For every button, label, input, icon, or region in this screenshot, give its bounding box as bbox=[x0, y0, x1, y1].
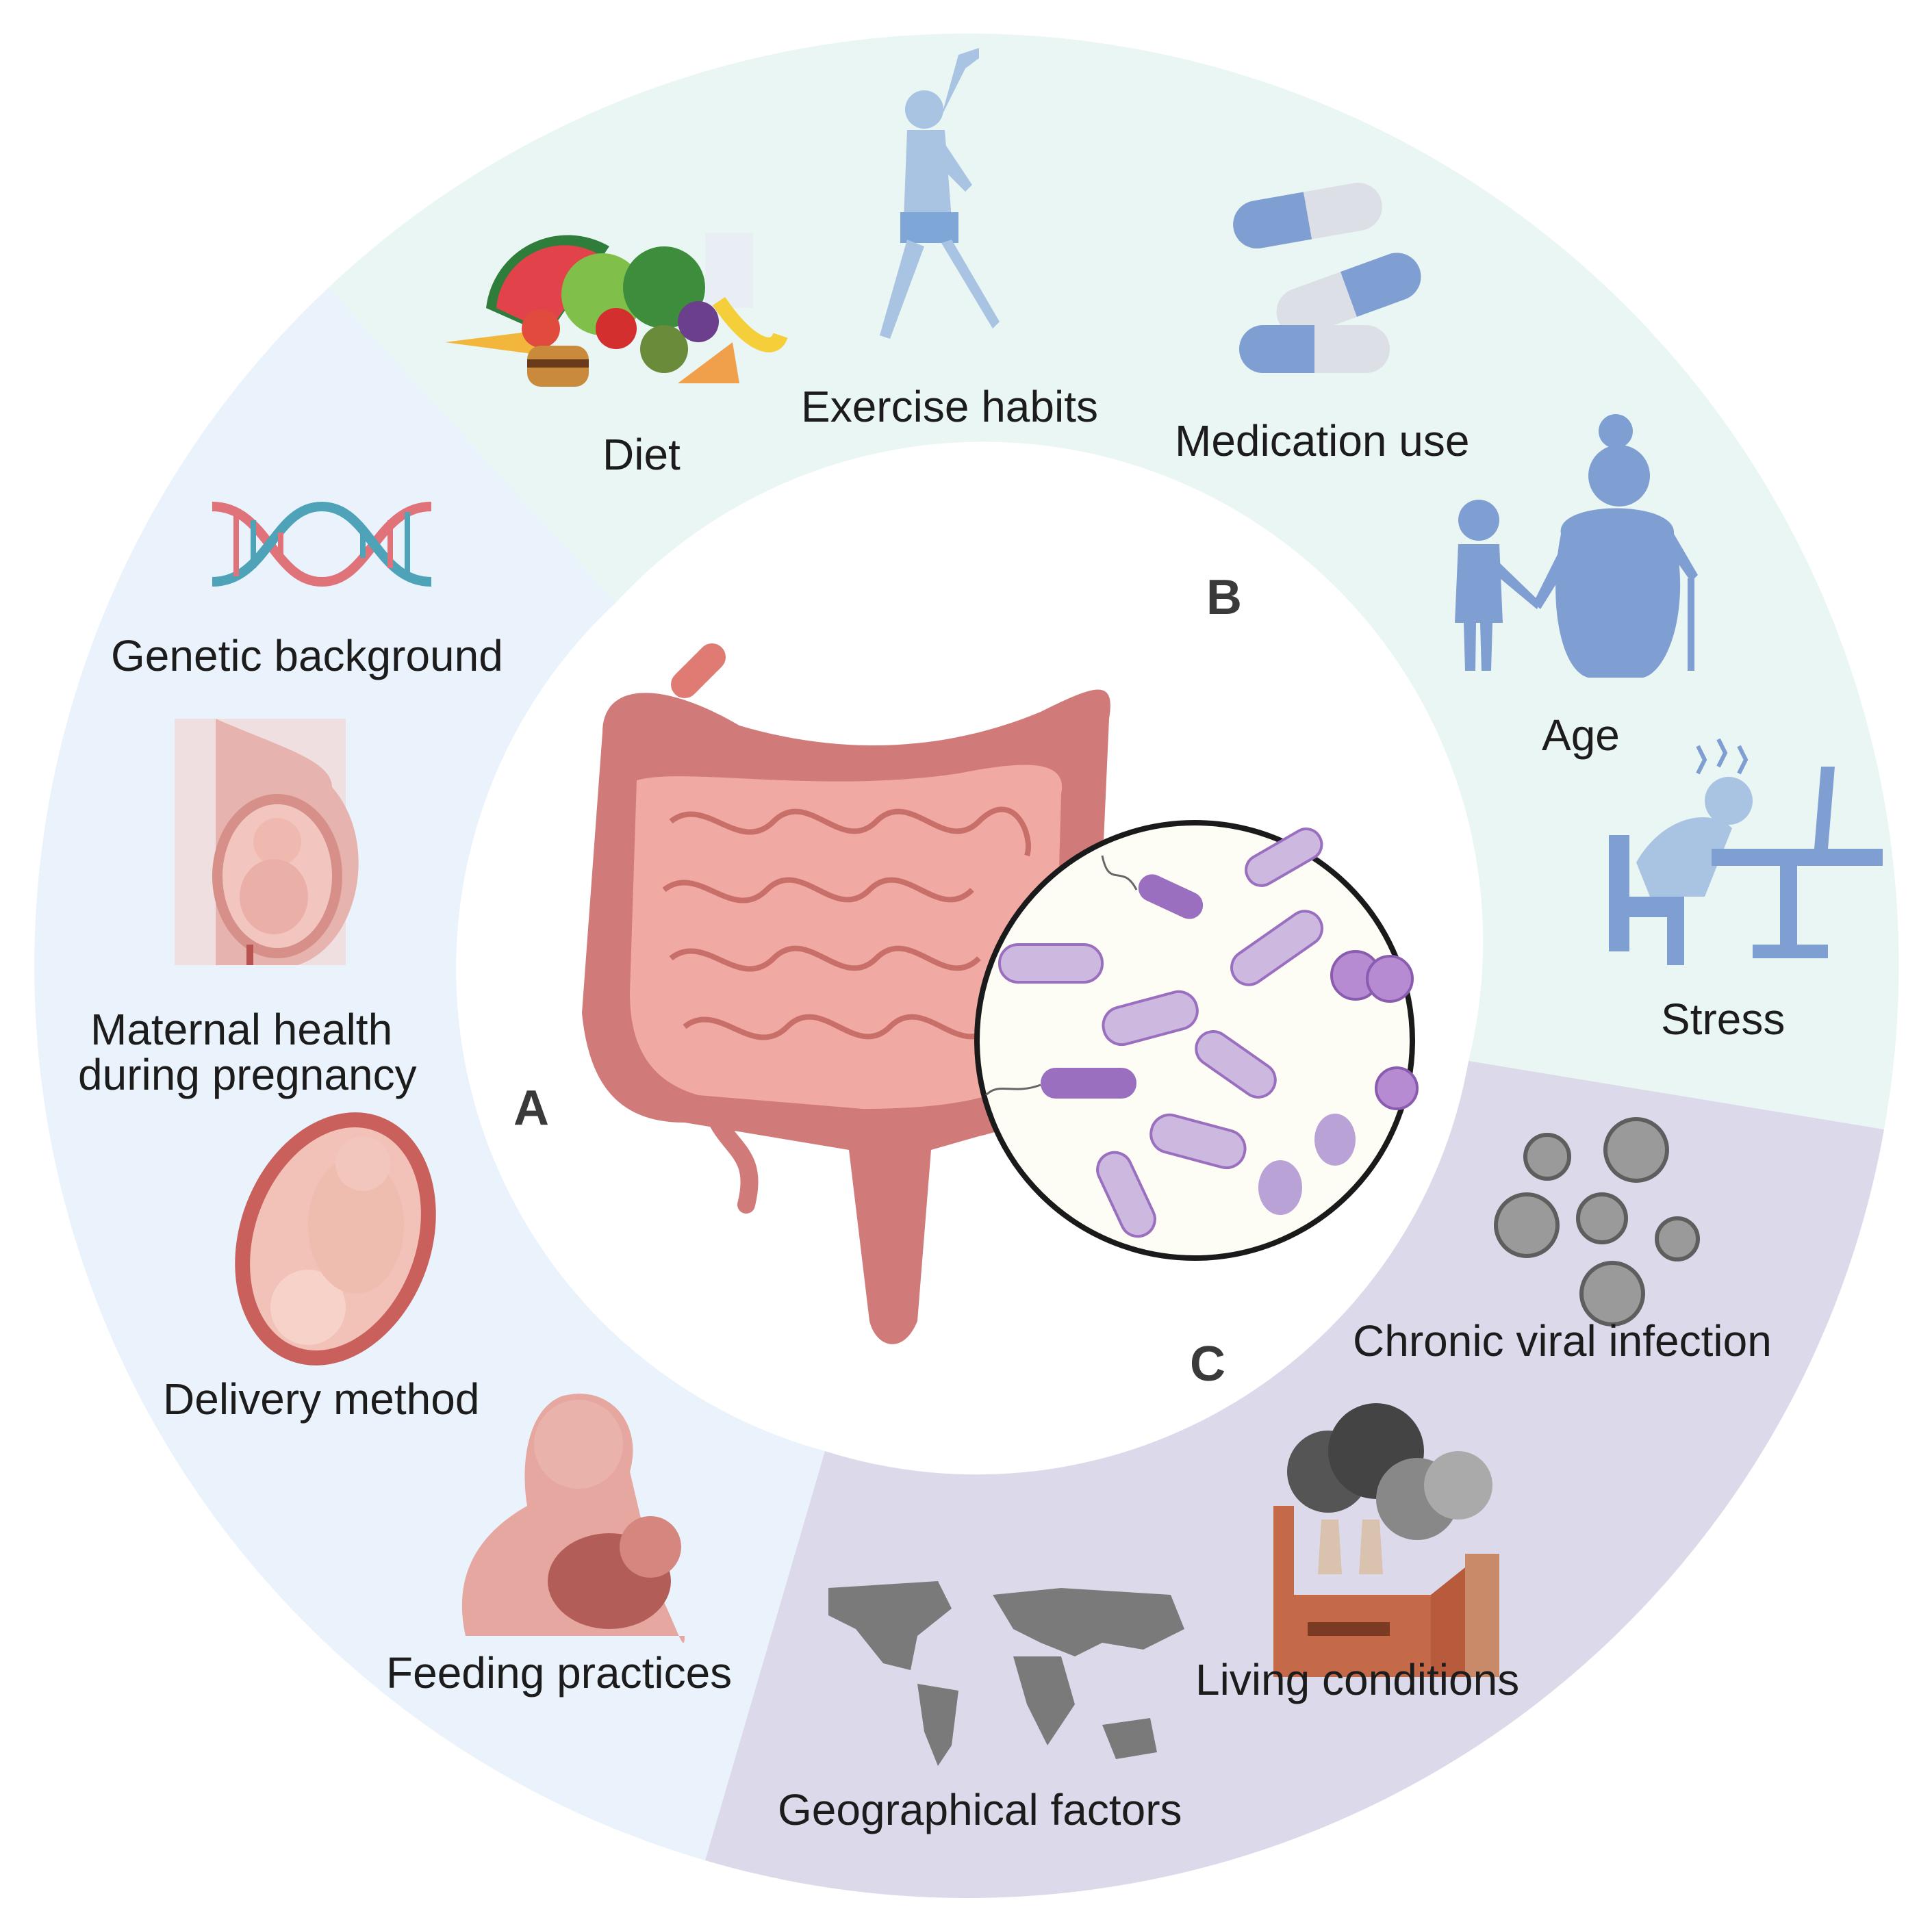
bacterium bbox=[1314, 1114, 1356, 1166]
section-letter-b: B bbox=[1206, 570, 1242, 625]
label-maternal-health-line1: Maternal health bbox=[90, 1005, 393, 1054]
label-age: Age bbox=[1542, 710, 1620, 760]
label-delivery-method: Delivery method bbox=[163, 1374, 480, 1424]
child-and-elder-icon bbox=[1455, 414, 1698, 678]
label-exercise-habits: Exercise habits bbox=[801, 382, 1098, 431]
bacterium bbox=[1096, 1151, 1156, 1238]
gut-bacteria-icon bbox=[974, 820, 1419, 1261]
label-maternal-health-line2: during pregnancy bbox=[78, 1050, 417, 1099]
fetus-in-womb-icon bbox=[235, 1112, 436, 1366]
capsules-icon bbox=[1233, 182, 1421, 373]
section-letter-a: A bbox=[513, 1081, 549, 1136]
dna-helix-icon bbox=[212, 501, 432, 587]
label-chronic-viral-infection: Chronic viral infection bbox=[1353, 1316, 1772, 1366]
bacterium bbox=[1366, 955, 1414, 1003]
bacterium bbox=[1041, 1068, 1136, 1099]
bacterium bbox=[1149, 1113, 1247, 1170]
label-feeding-practices: Feeding practices bbox=[386, 1648, 733, 1697]
label-stress: Stress bbox=[1661, 995, 1785, 1044]
virus-icon bbox=[1494, 1117, 1700, 1327]
label-medication-use: Medication use bbox=[1175, 416, 1470, 465]
food-icon bbox=[445, 233, 788, 387]
stretching-person-icon bbox=[880, 48, 1000, 339]
bacterium bbox=[998, 943, 1104, 984]
factory-icon bbox=[1273, 1403, 1499, 1677]
label-genetic-background: Genetic background bbox=[111, 631, 503, 680]
stressed-worker-icon bbox=[1609, 738, 1883, 965]
bacterium bbox=[1230, 910, 1323, 986]
label-living-conditions: Living conditions bbox=[1195, 1655, 1520, 1704]
world-map-icon bbox=[828, 1581, 1184, 1766]
bacterium bbox=[1245, 827, 1323, 887]
bacterium bbox=[1102, 990, 1199, 1047]
label-geographical-factors: Geographical factors bbox=[778, 1785, 1182, 1834]
intestine-icon bbox=[582, 643, 1110, 1344]
bacterium bbox=[1258, 1160, 1302, 1215]
breastfeeding-icon bbox=[461, 1394, 685, 1643]
pregnancy-icon bbox=[175, 719, 359, 965]
bacterium bbox=[1375, 1066, 1419, 1110]
bacterium bbox=[1195, 1030, 1277, 1099]
bacterium bbox=[1138, 874, 1204, 919]
label-diet: Diet bbox=[602, 430, 681, 479]
section-letter-c: C bbox=[1190, 1337, 1225, 1392]
